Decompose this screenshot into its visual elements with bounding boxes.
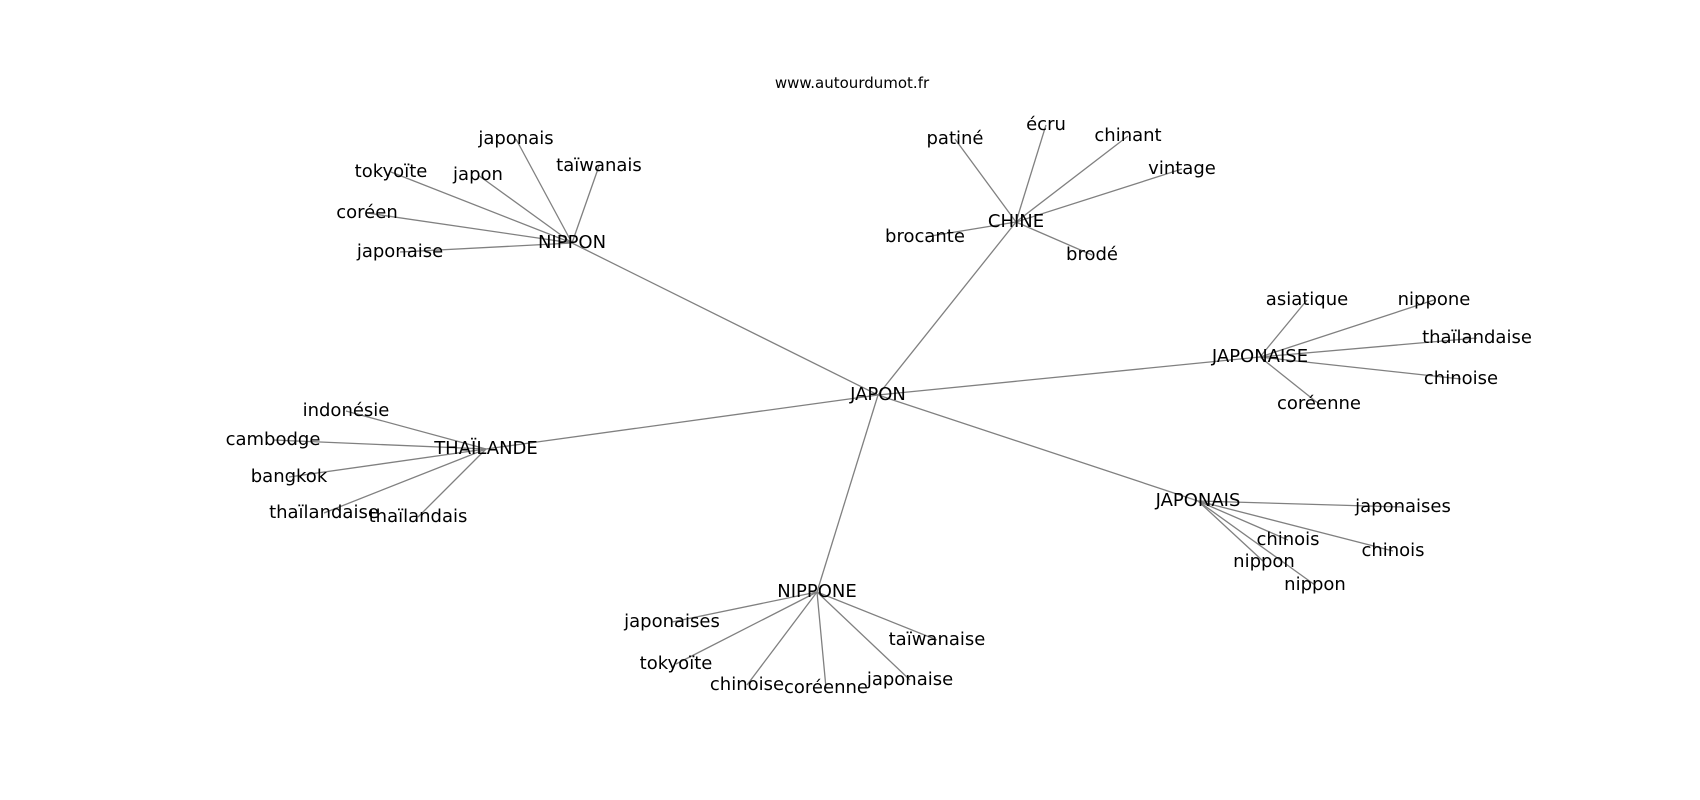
node-thailande-child-2: bangkok [251, 466, 328, 487]
edge-thailande-1 [272, 439, 487, 450]
edge-nippone-3 [816, 591, 827, 689]
node-nippon-child-0: japonais [477, 128, 553, 149]
node-japonaise-child-0: asiatique [1266, 289, 1348, 310]
edge-japonaise-4 [1259, 356, 1320, 405]
edge-japonais-0 [1197, 500, 1404, 508]
node-japonais-child-3: nippon [1233, 551, 1295, 572]
node-nippone: NIPPONE [777, 581, 857, 602]
node-japonaise-child-1: nippone [1398, 289, 1471, 310]
edge-japonais-2 [1197, 500, 1289, 541]
edge-japonaise-1 [1259, 299, 1435, 358]
node-nippone-child-2: chinoise [710, 674, 784, 695]
edge-japonais-4 [1197, 500, 1316, 586]
node-chine: CHINE [988, 211, 1044, 232]
edge-root-japonaise [877, 356, 1261, 396]
edge-nippon-3 [477, 174, 573, 244]
node-nippone-child-4: japonaise [866, 669, 953, 690]
edge-thailande-4 [417, 448, 487, 518]
graph-edges [272, 124, 1478, 689]
edge-japonais-3 [1197, 500, 1265, 563]
node-thailande-child-4: thaïlandais [369, 506, 468, 527]
edge-japonaise-3 [1259, 356, 1462, 380]
edge-nippon-2 [390, 171, 573, 244]
node-chine-child-4: brocante [885, 226, 965, 247]
node-japonaise-child-2: thaïlandaise [1422, 327, 1532, 348]
node-nippon-child-2: tokyoïte [355, 161, 428, 182]
edge-nippon-4 [366, 212, 573, 244]
edge-root-japonais [877, 394, 1199, 502]
node-thailande-child-0: indonésie [303, 400, 390, 421]
node-thailande-child-1: cambodge [226, 429, 321, 450]
edge-root-nippon [571, 242, 879, 396]
node-japonaise-child-3: chinoise [1424, 368, 1498, 389]
node-nippon-child-4: coréen [336, 202, 397, 223]
node-thailande: THAÏLANDE [433, 438, 538, 459]
edge-thailande-0 [345, 410, 487, 450]
node-chine-child-1: écru [1026, 114, 1066, 135]
edge-nippone-1 [675, 591, 818, 665]
node-chine-child-3: vintage [1148, 158, 1216, 179]
node-nippone-child-0: japonaises [623, 611, 720, 632]
edge-japonaise-0 [1259, 299, 1308, 358]
edge-chine-3 [1015, 168, 1183, 223]
edge-thailande-3 [323, 448, 487, 514]
edge-nippone-4 [816, 591, 911, 681]
edge-nippon-0 [515, 138, 573, 244]
node-chine-child-5: brodé [1066, 244, 1118, 265]
node-japonais: JAPONAIS [1155, 490, 1241, 511]
edge-chine-0 [954, 138, 1017, 223]
edge-root-nippone [816, 394, 879, 593]
node-japonaise: JAPONAISE [1211, 346, 1308, 367]
node-nippon: NIPPON [538, 232, 606, 253]
edge-japonaise-2 [1259, 337, 1478, 358]
node-nippon-child-5: japonaise [356, 241, 443, 262]
node-japonaise-child-4: coréenne [1277, 393, 1361, 414]
edge-nippone-5 [816, 591, 938, 641]
edge-chine-2 [1015, 135, 1129, 223]
node-japonais-child-1: chinois [1361, 540, 1424, 561]
node-chine-child-2: chinant [1094, 125, 1161, 146]
edge-root-thailande [485, 394, 879, 450]
edge-chine-1 [1015, 124, 1047, 223]
node-nippone-child-3: coréenne [784, 677, 868, 698]
node-thailande-child-3: thaïlandaise [269, 502, 379, 523]
node-nippon-child-3: japon [452, 164, 503, 185]
node-japonais-child-2: chinois [1256, 529, 1319, 550]
edge-nippon-5 [399, 242, 573, 253]
edge-root-chine [877, 221, 1017, 396]
edge-chine-5 [1015, 221, 1093, 256]
node-japonais-child-0: japonaises [1354, 496, 1451, 517]
edge-chine-4 [924, 221, 1017, 238]
edge-nippone-2 [746, 591, 818, 686]
edge-thailande-2 [288, 448, 487, 478]
edge-nippon-1 [571, 165, 600, 244]
source-url: www.autourdumot.fr [775, 74, 930, 92]
edge-nippone-0 [671, 591, 818, 623]
edge-japonais-1 [1197, 500, 1394, 552]
node-chine-child-0: patiné [927, 128, 984, 149]
node-nippone-child-5: taïwanaise [889, 629, 986, 650]
node-nippone-child-1: tokyoïte [640, 653, 713, 674]
root-node: JAPON [849, 384, 906, 405]
node-nippon-child-1: taïwanais [556, 155, 642, 176]
node-japonais-child-4: nippon [1284, 574, 1346, 595]
